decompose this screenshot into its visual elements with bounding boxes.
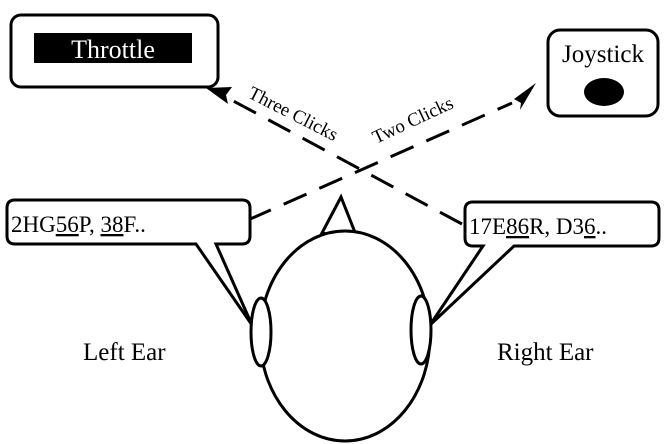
- head: [249, 193, 433, 443]
- arrowhead-throttle-icon: [206, 87, 232, 104]
- right-ear-code: 17E86R, D36..: [469, 214, 607, 239]
- joystick-label: Joystick: [562, 41, 644, 68]
- joystick-knob-icon: [584, 78, 624, 106]
- dashed-lines: [225, 95, 513, 226]
- throttle-label: Throttle: [71, 35, 155, 64]
- right-ear-icon: [409, 294, 433, 366]
- three-clicks-label: Three Clicks: [245, 83, 342, 146]
- arrowhead-joystick-icon: [514, 83, 536, 110]
- left-ear-icon: [249, 296, 273, 368]
- arrowheads: [206, 83, 536, 110]
- right-ear-bubble: 17E86R, D36..: [428, 200, 661, 327]
- left-ear-code: 2HG56P, 38F..: [11, 212, 146, 237]
- joystick-box: Joystick: [546, 28, 660, 118]
- dashed-line-to-joystick: [247, 101, 513, 222]
- left-ear-bubble: 2HG56P, 38F..: [5, 198, 254, 326]
- throttle-label-bar: [34, 33, 192, 63]
- two-clicks-label: Two Clicks: [369, 93, 457, 149]
- left-ear-label: Left Ear: [83, 339, 166, 366]
- right-ear-label: Right Ear: [497, 339, 594, 366]
- dashed-line-to-throttle: [225, 95, 463, 226]
- head-outline: [258, 229, 432, 443]
- throttle-box: Throttle: [9, 13, 220, 89]
